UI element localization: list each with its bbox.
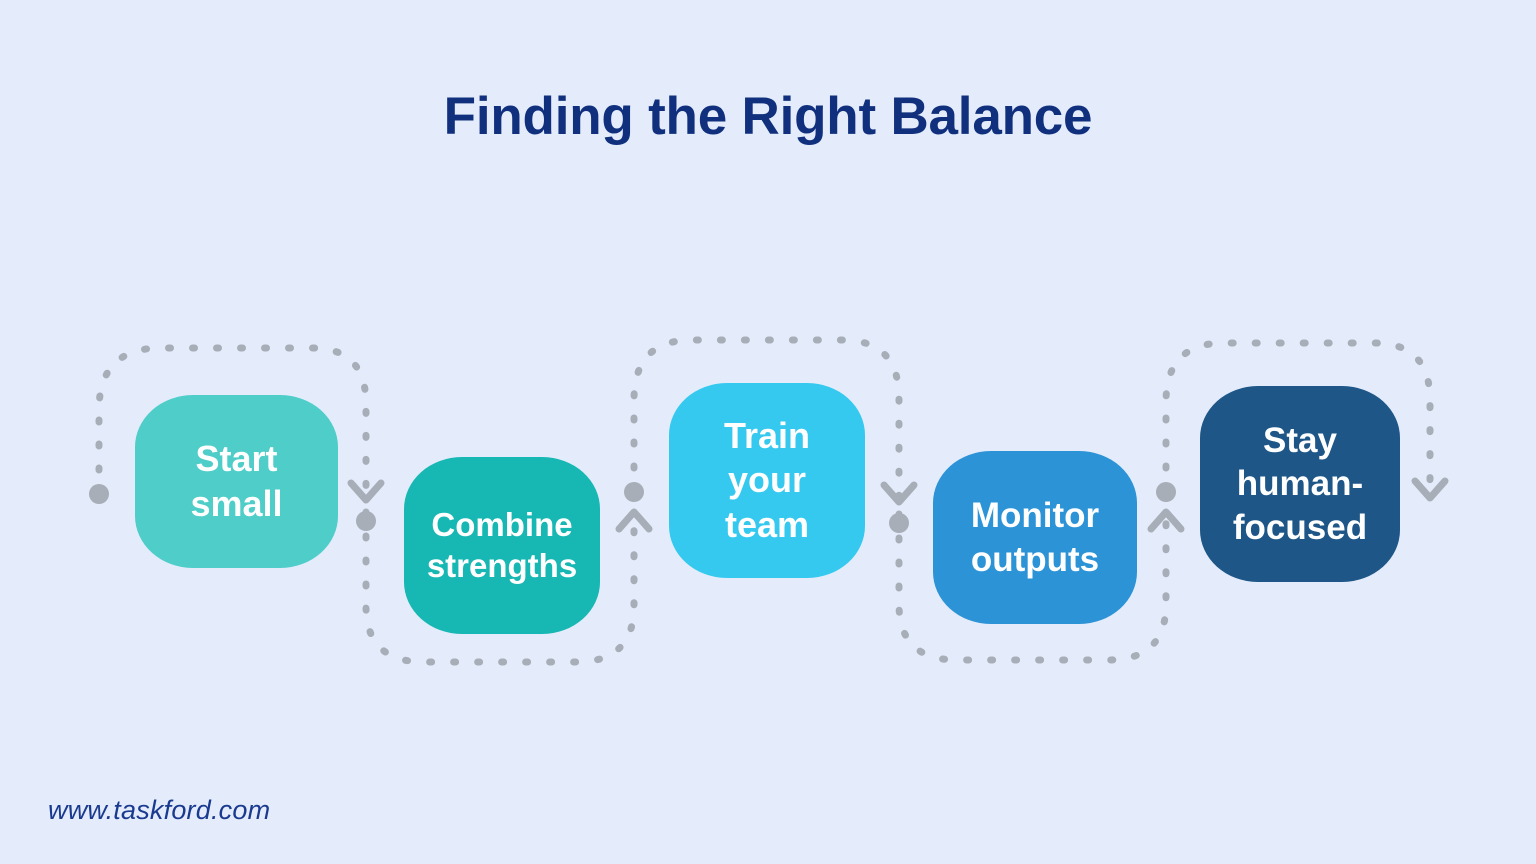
page-title: Finding the Right Balance [443,87,1093,146]
connector-path-3 [630,336,903,506]
flow-step-card-4[interactable]: Monitor outputs [933,451,1137,624]
flow-step-card-5[interactable]: Stay human- focused [1200,386,1400,582]
connector-dot-2 [624,482,644,502]
chevron-up-icon-2 [615,508,653,533]
connector-path-2 [362,508,638,666]
flow-step-label-5: Stay human- focused [1232,421,1368,547]
chevron-down-icon-1 [347,479,385,504]
flow-step-label-1: Start small [190,438,283,524]
chevron-up-icon-4 [1147,508,1185,533]
flow-step-card-3[interactable]: Train your team [669,383,865,578]
flow-step-label-3: Train your team [723,415,811,545]
chevron-down-icon-3 [880,481,918,506]
flow-step-label-2: Combine strengths [426,505,578,584]
connector-dot-4 [1156,482,1176,502]
flow-step-label-4: Monitor outputs [970,496,1100,579]
connector-dot-3 [889,513,909,533]
footer-website-url: www.taskford.com [48,795,271,825]
connector-path-5 [1162,339,1434,496]
chevron-down-icon-end [1411,477,1449,502]
start-dot [89,484,109,504]
flow-step-card-1[interactable]: Start small [135,395,338,568]
flow-step-card-2[interactable]: Combine strengths [404,457,600,634]
connector-dot-1 [356,511,376,531]
